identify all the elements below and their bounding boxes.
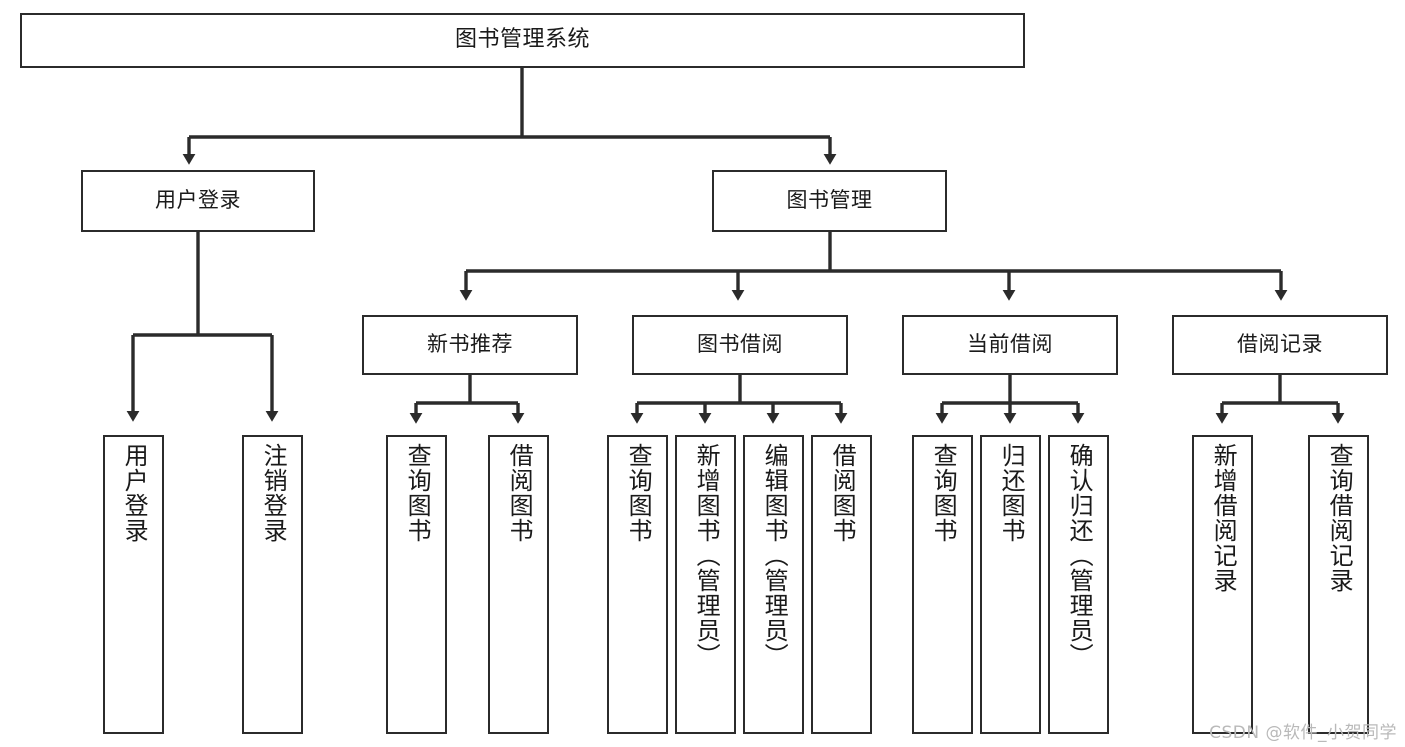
node-current-borrow-label: 当前借阅: [967, 332, 1053, 357]
node-book-borrow-label: 图书借阅: [697, 332, 783, 357]
node-leaf-return-book-label: 归还图书: [997, 443, 1026, 543]
node-new-book-recommend-label: 新书推荐: [427, 332, 513, 357]
node-leaf-query-record-label: 查询借阅记录: [1325, 443, 1354, 593]
node-leaf-borrow-book-2[interactable]: 借阅图书: [811, 435, 872, 734]
node-leaf-add-record-label: 新增借阅记录: [1209, 443, 1238, 593]
node-leaf-query-book-3[interactable]: 查询图书: [912, 435, 973, 734]
node-user-login-label: 用户登录: [155, 188, 241, 213]
node-book-borrow[interactable]: 图书借阅: [632, 315, 848, 375]
node-leaf-edit-book[interactable]: 编辑图书（管理员）: [743, 435, 804, 734]
node-leaf-user-login-label: 用户登录: [120, 443, 149, 543]
node-leaf-return-book[interactable]: 归还图书: [980, 435, 1041, 734]
node-new-book-recommend[interactable]: 新书推荐: [362, 315, 578, 375]
node-leaf-logout-login[interactable]: 注销登录: [242, 435, 303, 734]
node-leaf-user-login[interactable]: 用户登录: [103, 435, 164, 734]
node-leaf-query-book-1-label: 查询图书: [403, 443, 432, 543]
watermark: CSDN @软件_小贺同学: [1209, 723, 1397, 743]
node-user-login[interactable]: 用户登录: [81, 170, 315, 232]
node-borrow-record[interactable]: 借阅记录: [1172, 315, 1388, 375]
node-current-borrow[interactable]: 当前借阅: [902, 315, 1118, 375]
node-book-manage-label: 图书管理: [786, 188, 873, 213]
node-root[interactable]: 图书管理系统: [20, 13, 1025, 68]
node-leaf-borrow-book-1-label: 借阅图书: [505, 443, 534, 543]
node-borrow-record-label: 借阅记录: [1237, 332, 1323, 357]
node-leaf-query-book-1[interactable]: 查询图书: [386, 435, 447, 734]
node-leaf-query-record[interactable]: 查询借阅记录: [1308, 435, 1369, 734]
node-leaf-edit-book-label: 编辑图书（管理员）: [760, 443, 789, 668]
node-leaf-borrow-book-1[interactable]: 借阅图书: [488, 435, 549, 734]
node-leaf-query-book-3-label: 查询图书: [929, 443, 958, 543]
node-leaf-confirm-return-label: 确认归还（管理员）: [1065, 443, 1094, 668]
node-leaf-query-book-2[interactable]: 查询图书: [607, 435, 668, 734]
node-leaf-add-book[interactable]: 新增图书（管理员）: [675, 435, 736, 734]
node-leaf-add-record[interactable]: 新增借阅记录: [1192, 435, 1253, 734]
node-leaf-logout-login-label: 注销登录: [259, 443, 288, 543]
node-leaf-borrow-book-2-label: 借阅图书: [828, 443, 857, 543]
node-leaf-query-book-2-label: 查询图书: [624, 443, 653, 543]
node-leaf-add-book-label: 新增图书（管理员）: [692, 443, 721, 668]
node-root-label: 图书管理系统: [454, 27, 590, 53]
node-leaf-confirm-return[interactable]: 确认归还（管理员）: [1048, 435, 1109, 734]
node-book-manage[interactable]: 图书管理: [712, 170, 947, 232]
